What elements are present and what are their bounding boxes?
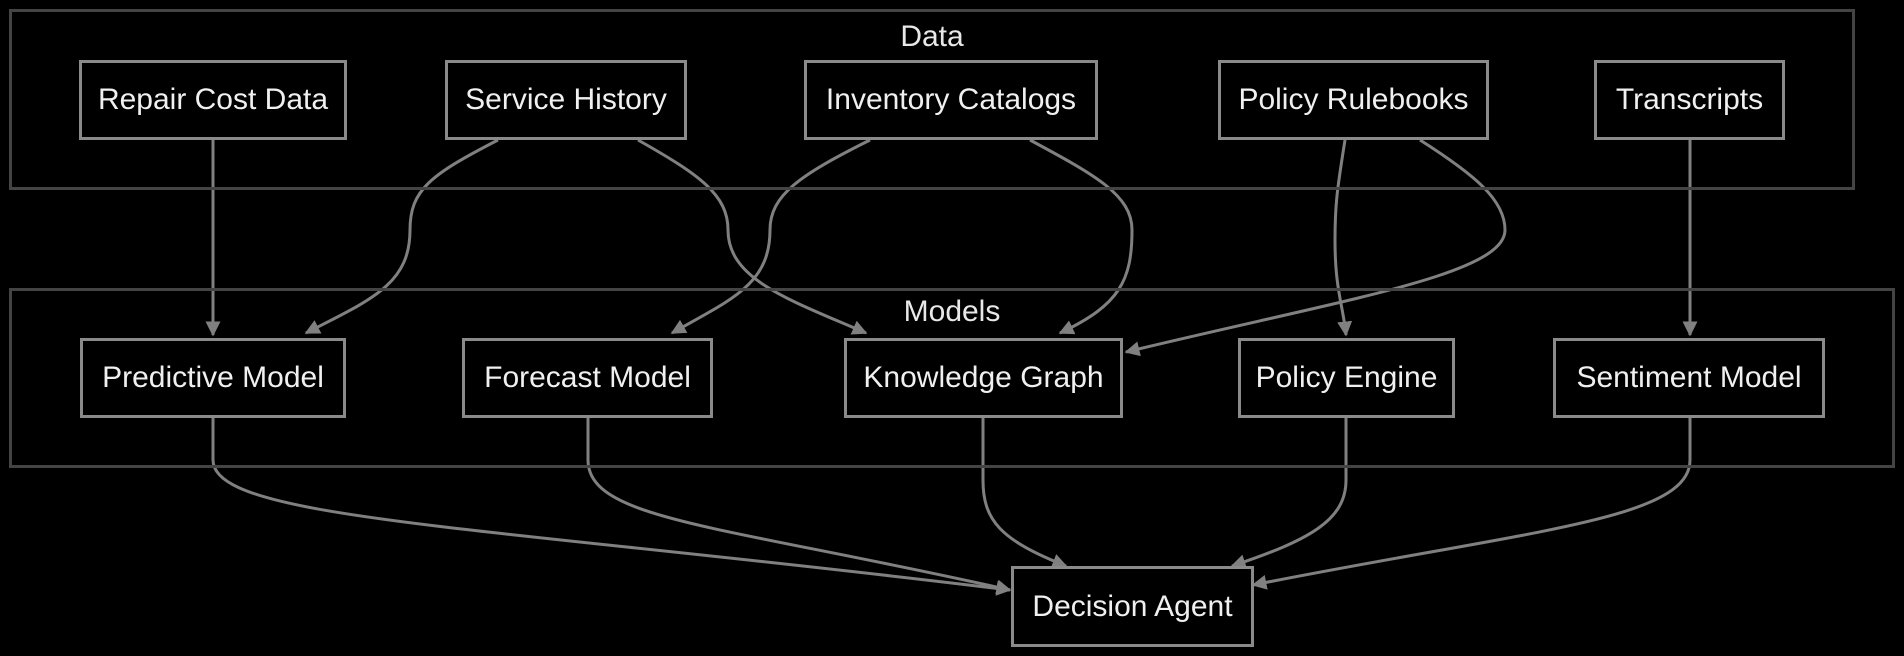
- node-policy-engine-label: Policy Engine: [1255, 361, 1438, 394]
- node-predictive-model-label: Predictive Model: [102, 361, 324, 394]
- node-service-history-label: Service History: [465, 83, 667, 116]
- node-service-history[interactable]: Service History: [445, 60, 687, 140]
- node-inventory-catalogs[interactable]: Inventory Catalogs: [804, 60, 1098, 140]
- edge-inventory-catalogs-to-knowledge-graph: [1029, 138, 1134, 335]
- cluster-data-label: Data: [900, 20, 964, 53]
- node-sentiment-model-label: Sentiment Model: [1576, 361, 1802, 394]
- node-inventory-catalogs-label: Inventory Catalogs: [825, 83, 1077, 116]
- node-transcripts[interactable]: Transcripts: [1594, 60, 1785, 140]
- edge-predictive-model-to-decision-agent: [211, 418, 1012, 596]
- node-decision-agent[interactable]: Decision Agent: [1011, 566, 1254, 647]
- node-sentiment-model[interactable]: Sentiment Model: [1553, 338, 1825, 418]
- node-forecast-model[interactable]: Forecast Model: [462, 338, 713, 418]
- edge-service-history-to-predictive-model: [304, 138, 499, 335]
- cluster-models-label: Models: [903, 295, 1001, 328]
- edge-policy-rulebooks-to-knowledge-graph: [1124, 138, 1507, 357]
- node-policy-rulebooks-label: Policy Rulebooks: [1238, 83, 1469, 116]
- edge-policy-rulebooks-to-policy-engine: [1333, 139, 1353, 337]
- node-forecast-model-label: Forecast Model: [484, 361, 691, 394]
- node-policy-engine[interactable]: Policy Engine: [1238, 338, 1455, 418]
- node-repair-cost-data[interactable]: Repair Cost Data: [79, 60, 347, 140]
- node-transcripts-label: Transcripts: [1615, 83, 1764, 116]
- edge-policy-engine-to-decision-agent: [1230, 418, 1348, 569]
- cluster-models: Models: [9, 288, 1895, 468]
- node-policy-rulebooks[interactable]: Policy Rulebooks: [1218, 60, 1489, 140]
- edge-service-history-to-knowledge-graph: [637, 138, 868, 335]
- edge-inventory-catalogs-to-forecast-model: [670, 138, 871, 335]
- edge-knowledge-graph-to-decision-agent: [981, 418, 1068, 569]
- node-knowledge-graph[interactable]: Knowledge Graph: [844, 338, 1123, 418]
- node-decision-agent-label: Decision Agent: [1032, 589, 1233, 623]
- node-predictive-model[interactable]: Predictive Model: [80, 338, 346, 418]
- cluster-data: Data: [9, 9, 1855, 190]
- edge-forecast-model-to-decision-agent: [586, 418, 1012, 595]
- node-knowledge-graph-label: Knowledge Graph: [863, 361, 1104, 394]
- edge-sentiment-model-to-decision-agent: [1251, 418, 1692, 590]
- node-repair-cost-data-label: Repair Cost Data: [97, 83, 329, 116]
